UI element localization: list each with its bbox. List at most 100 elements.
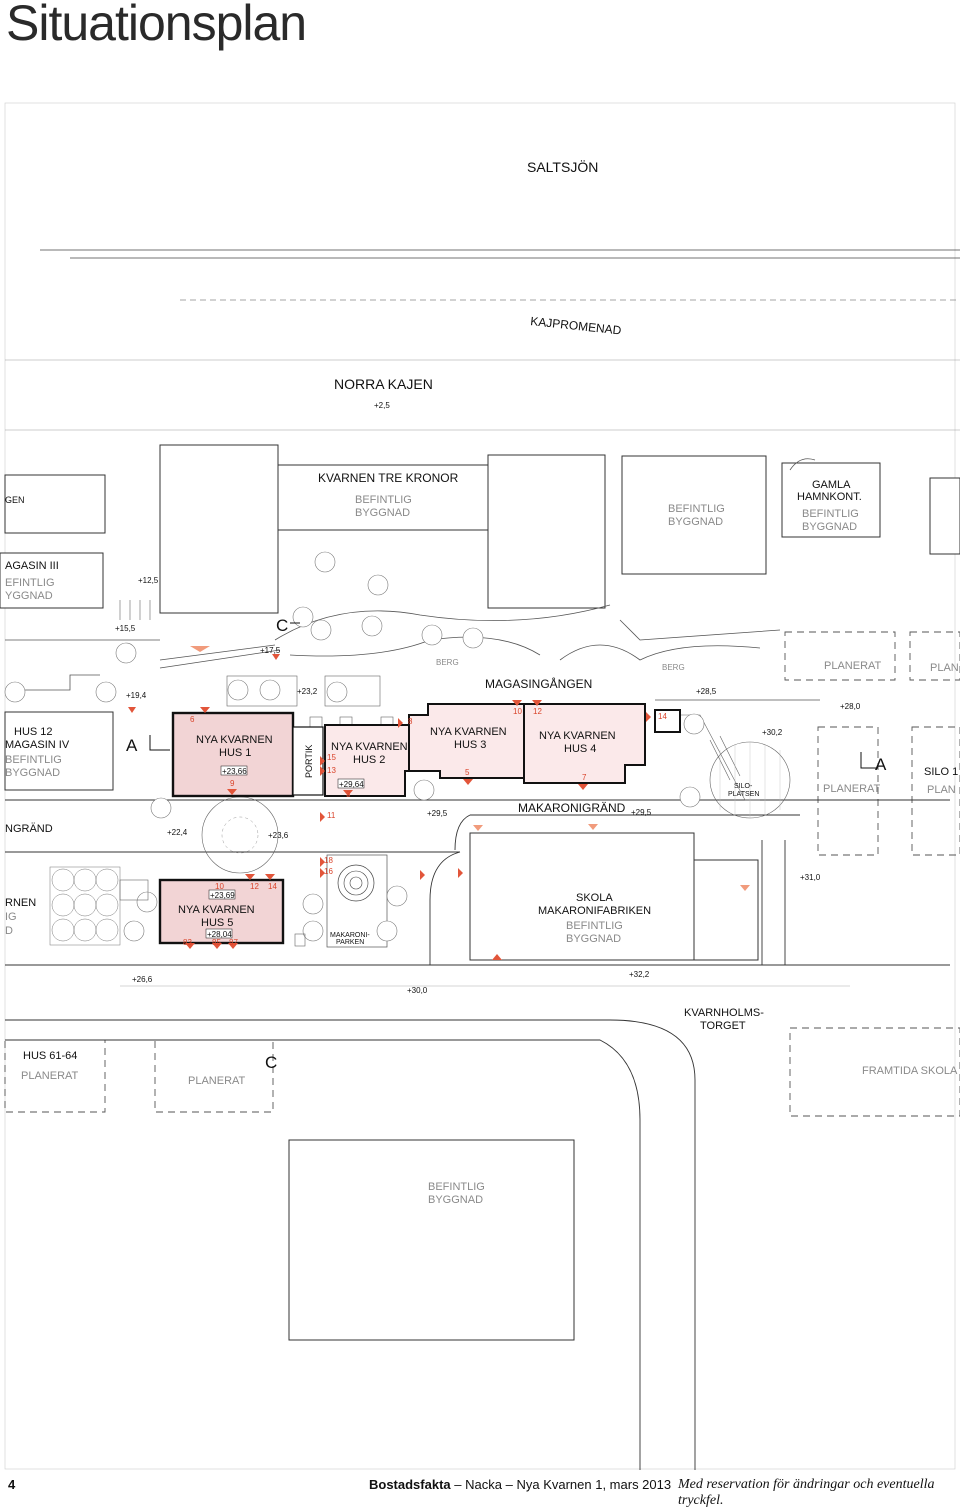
portik-block [292, 726, 324, 796]
entrance-no-87: 87 [229, 938, 238, 947]
page-number: 4 [8, 1477, 16, 1492]
label-makaroniparken-2: PARKEN [336, 939, 364, 946]
level-hus-5-a: +23,69 [210, 891, 235, 900]
label-hamnkont: HAMNKONT. [797, 491, 862, 503]
label-kvarnholmstorget-2: TORGET [700, 1020, 746, 1032]
level-17-5: +17,5 [260, 646, 281, 655]
entrance-no-8: 8 [408, 717, 413, 726]
label-plan-fragment-2: PLAN [927, 784, 956, 796]
label-nya-kvarnen-3: NYA KVARNEN [430, 726, 507, 738]
level-12-5: +12,5 [138, 576, 159, 585]
label-nya-kvarnen-2: NYA KVARNEN [331, 741, 408, 753]
label-d: D [5, 925, 13, 937]
entrance-no-5a: 5 [465, 768, 470, 777]
level-quay: +2,5 [374, 401, 390, 410]
label-bef-2: BEFINTLIG [668, 503, 725, 515]
label-hus-12: HUS 12 [14, 726, 53, 738]
footer-credits: Bostadsfakta – Nacka – Nya Kvarnen 1, ma… [369, 1477, 671, 1492]
level-hus-1: +23,66 [222, 767, 247, 776]
level-28-0: +28,0 [840, 702, 861, 711]
entrance-no-10b: 10 [215, 882, 224, 891]
level-23-6: +23,6 [268, 831, 289, 840]
label-saltsjon: SALTSJÖN [527, 158, 598, 175]
level-28-5: +28,5 [696, 687, 717, 696]
section-c-north: C [276, 616, 288, 635]
entrance-no-16: 16 [324, 867, 333, 876]
level-22-4: +22,4 [167, 828, 188, 837]
entrance-no-9: 9 [230, 779, 235, 788]
label-bef-4: BEFINTLIG [5, 754, 62, 766]
label-gamla: GAMLA [812, 479, 851, 491]
label-ngrand: NGRÄND [5, 823, 53, 835]
label-byg-4: BYGGNAD [5, 767, 60, 779]
entrance-no-3: 3 [346, 790, 351, 799]
entrance-no-83: 83 [183, 938, 192, 947]
level-29-5-a: +29,5 [427, 809, 448, 818]
label-ig: IG [5, 911, 17, 923]
label-plan-fragment-1: PLAN [930, 662, 959, 674]
entrance-no-85: 85 [212, 938, 221, 947]
tree-grid [49, 866, 121, 946]
label-berg-1: BERG [436, 658, 459, 667]
new-building-hus-1 [171, 711, 295, 798]
footer-project: Nya Kvarnen 1, mars 2013 [516, 1477, 672, 1492]
salmon-markers [190, 646, 750, 891]
label-hus-1: HUS 1 [219, 747, 251, 759]
label-norra-kajen: NORRA KAJEN [334, 376, 433, 392]
site-plan: SALTSJÖN KAJPROMENAD NORRA KAJEN +2,5 KV… [0, 102, 960, 1470]
small-building-14 [654, 709, 681, 733]
entrance-no-14b: 14 [268, 882, 277, 891]
label-magasingangen: MAGASINGÅNGEN [485, 676, 592, 691]
level-26-6: +26,6 [132, 975, 153, 984]
plaza-circle [201, 796, 279, 874]
entrance-no-15: 15 [327, 753, 336, 762]
label-silo-fragment: SILO 1 [924, 766, 958, 778]
label-byg-5: BYGGNAD [566, 933, 621, 945]
label-planerat-2: PLANERAT [823, 783, 881, 795]
label-bef-5: BEFINTLIG [566, 920, 623, 932]
label-hus-61-64: HUS 61-64 [23, 1050, 77, 1062]
label-byg-6: BYGGNAD [428, 1194, 483, 1206]
entrance-no-18: 18 [324, 856, 333, 865]
label-magasin-3: AGASIN III [5, 560, 59, 572]
label-planerat-3: PLANERAT [21, 1070, 79, 1082]
quay-lines [5, 249, 960, 431]
level-30-0: +30,0 [407, 986, 428, 995]
entrance-no-6: 6 [190, 715, 195, 724]
level-31-0: +31,0 [800, 873, 821, 882]
footer-disclaimer: Med reservation för ändringar och eventu… [678, 1477, 935, 1508]
label-nya-kvarnen-5: NYA KVARNEN [178, 904, 255, 916]
magasin-3 [0, 552, 104, 609]
existing-buildings [4, 444, 960, 1341]
label-makaronigrand: MAKARONIGRÄND [518, 801, 626, 815]
label-hus-2: HUS 2 [353, 754, 385, 766]
label-rnen: RNEN [5, 897, 36, 909]
trees [4, 551, 705, 942]
label-hus-3: HUS 3 [454, 739, 486, 751]
entrance-no-12b: 12 [250, 882, 259, 891]
entrance-no-10: 10 [513, 707, 522, 716]
entrance-no-11: 11 [327, 811, 336, 820]
level-hus-5-b: +28,04 [207, 930, 232, 939]
label-skola: SKOLA [576, 892, 613, 904]
page-title: Situationsplan [6, 0, 307, 51]
label-nya-kvarnen-1: NYA KVARNEN [196, 734, 273, 746]
label-kvarnholmstorget-1: KVARNHOLMS- [684, 1007, 764, 1019]
label-silo-platsen-1: SILO- [734, 783, 753, 790]
label-bef-1: BEFINTLIG [355, 494, 412, 506]
footer-dash-2: – [505, 1477, 513, 1492]
section-c-south: C [265, 1053, 277, 1072]
label-kajpromenad: KAJPROMENAD [530, 314, 623, 338]
level-29-5-b: +29,5 [631, 808, 652, 817]
level-23-2: +23,2 [297, 687, 318, 696]
entrance-no-13: 13 [327, 766, 336, 775]
label-hus-5: HUS 5 [201, 917, 233, 929]
footer-place: Nacka [465, 1477, 502, 1492]
footer-brand: Bostadsfakta [369, 1477, 451, 1492]
label-planerat-1: PLANERAT [824, 660, 882, 672]
makaroniparken-fountain [337, 864, 375, 902]
label-framtida-skola: FRAMTIDA SKOLA [862, 1065, 958, 1077]
level-30-2: +30,2 [762, 728, 783, 737]
label-byg-2: BYGGNAD [668, 516, 723, 528]
park-paths [5, 458, 820, 701]
